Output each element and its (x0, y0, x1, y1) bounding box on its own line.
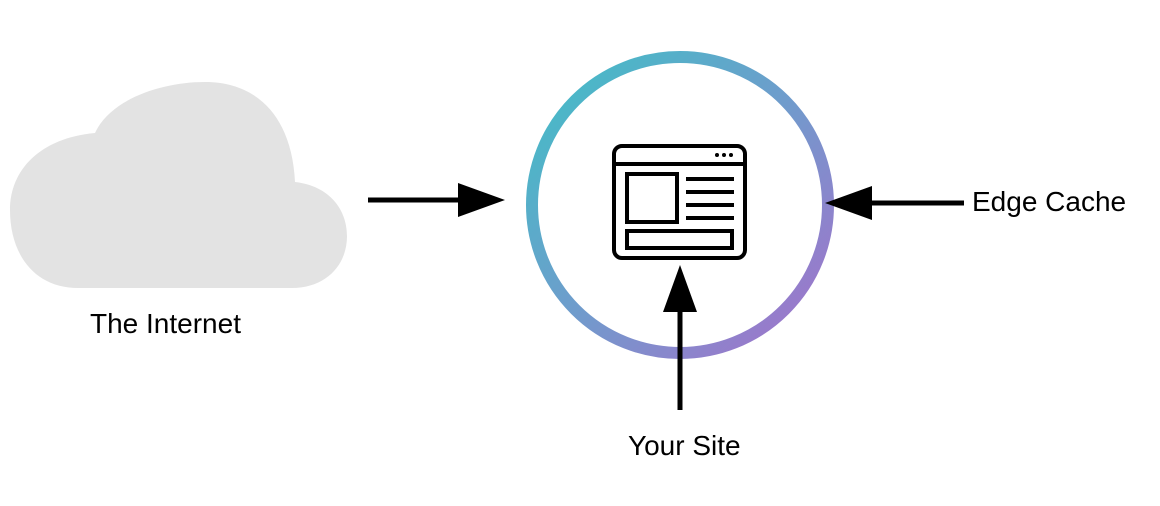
your-site-arrow (663, 265, 697, 410)
your-site-label: Your Site (628, 430, 741, 461)
browser-window-icon (612, 144, 747, 260)
internet-to-site-arrow (368, 183, 505, 217)
internet-label: The Internet (90, 308, 241, 339)
edge-cache-label: Edge Cache (972, 186, 1127, 217)
cloud-icon (10, 82, 347, 288)
edge-cache-arrow (825, 186, 964, 220)
